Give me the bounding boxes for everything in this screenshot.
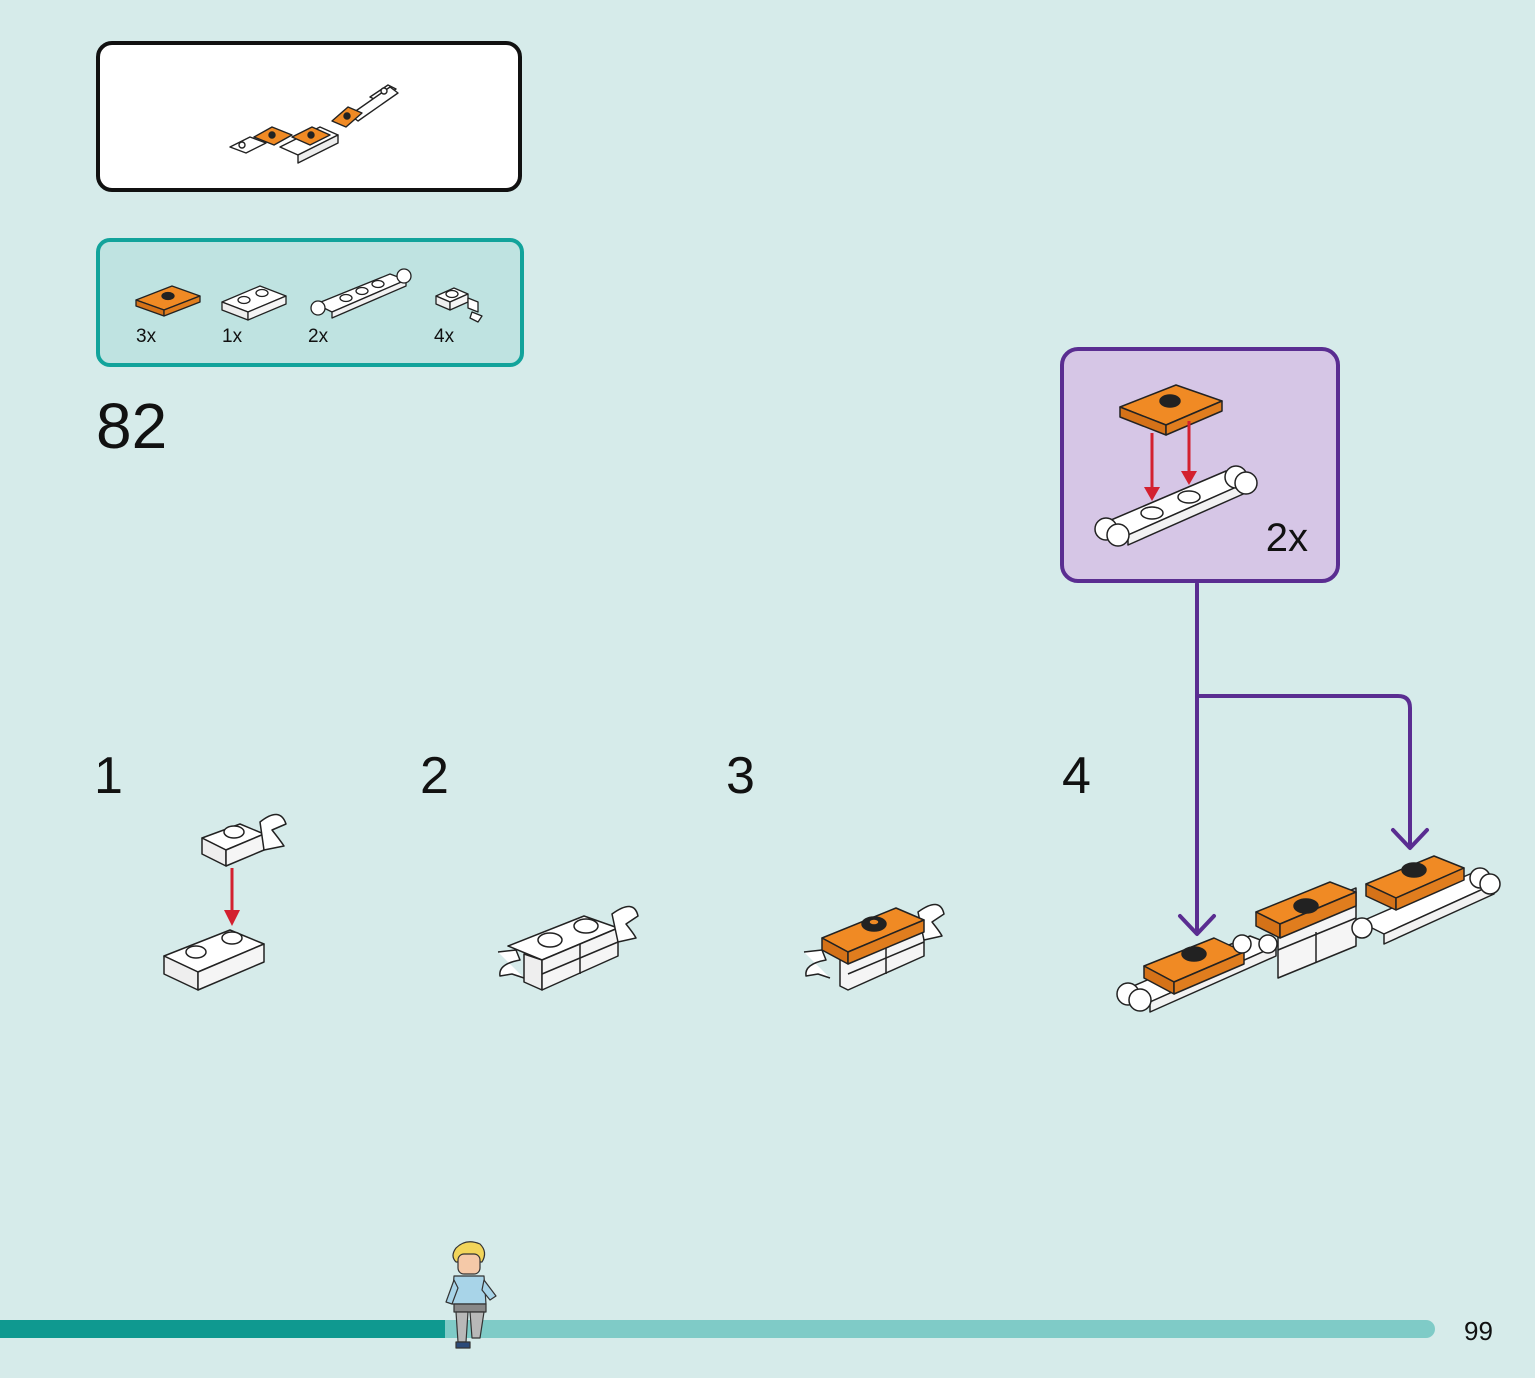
page-number: 99 [1464,1316,1493,1346]
substep-number: 4 [1062,747,1091,805]
white-clip-plate-icon [310,268,412,319]
substep-2-illustration [497,905,639,991]
substep-1-illustration [163,813,287,991]
subassembly-count: 2x [1265,516,1308,560]
part-qty: 4x [434,326,455,347]
subassembly-callout: 2x [1060,347,1340,583]
step-number: 82 [96,390,168,462]
part-qty: 2x [308,326,329,347]
parts-list: 3x 1x 2x [96,238,524,367]
red-arrow-icon [224,868,240,926]
substep-3-illustration [803,903,945,991]
subassembly-illustration [1094,384,1258,547]
white-clip-plate-1x1-icon [435,287,483,323]
substep-number: 1 [94,747,123,805]
preview-box [96,41,522,192]
substep-4-illustration [1116,855,1501,1013]
orange-jumper-plate-icon [135,285,201,317]
part-qty: 1x [222,326,243,347]
minifigure-icon [445,1241,497,1349]
substep-number: 2 [420,747,449,805]
substep-number: 3 [726,747,755,805]
part-qty: 3x [136,326,157,347]
preview-model-icon [229,84,399,164]
red-arrow-icon [1144,421,1197,501]
white-plate-1x2-icon [221,285,287,321]
progress-fill [0,1320,445,1338]
